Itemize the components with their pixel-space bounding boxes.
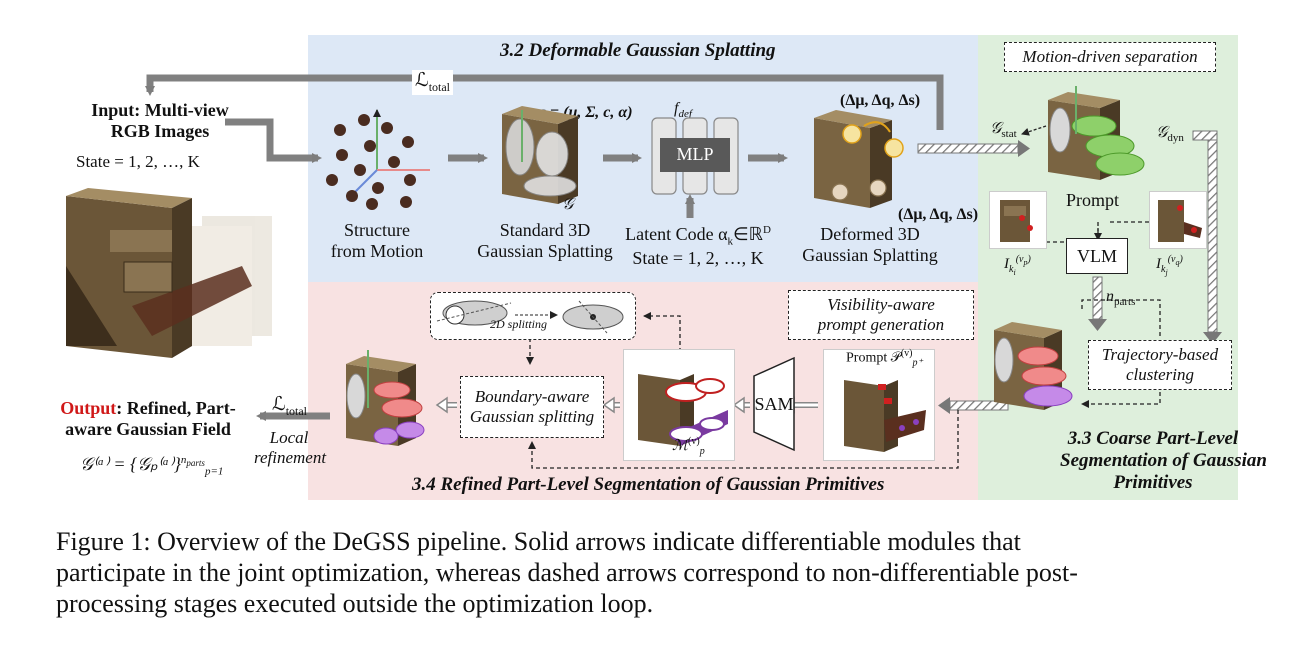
g-stat-label: 𝒢stat [990,120,1017,141]
input-title: Input: Multi-view RGB Images [91,100,229,141]
split2d-label: 2D splitting [490,317,548,331]
mlp-label: MLP [676,144,714,164]
output-title: Output: Refined, Part- aware Gaussian Fi… [60,398,236,439]
sam-label: SAM [754,394,794,414]
view-image-right-cabinet [1158,200,1202,242]
deformed-gs-cabinet [814,110,904,208]
standard-gs-label: Standard 3D Gaussian Splatting [477,220,613,261]
boundary-splitting-box: Boundary-aware Gaussian splitting [460,376,604,438]
view-image-left-cabinet [1000,200,1033,242]
coarse-segmentation-cabinet [994,322,1073,410]
section-title-coarse: 3.3 Coarse Part-Level Segmentation of Ga… [1060,428,1267,493]
caption-line-1: Figure 1: Overview of the DeGSS pipeline… [56,527,1021,556]
input-cabinet-illustration [66,188,272,358]
mask-image-cabinet [638,374,728,446]
view-image-left-label: Iki(vp) [1004,254,1031,277]
sam-block-shape [753,356,795,452]
prompt-image-cabinet [844,380,926,452]
section-title-deformable: 3.2 Deformable Gaussian Splatting [500,40,776,61]
deformed-gs-label: Deformed 3D Gaussian Splatting [802,224,938,265]
motion-separation-box: Motion-driven separation [1004,42,1216,72]
refined-segmentation-cabinet [346,350,425,446]
figure-caption: Figure 1: Overview of the DeGSS pipeline… [56,526,1246,619]
n-parts-label: nparts [1106,288,1136,309]
latent-code-label: Latent Code αk∈ℝD State = 1, 2, …, K [625,224,771,269]
local-refinement-label: Local refinement [254,428,327,467]
split2d-box [430,292,636,340]
mask-image [624,350,734,460]
mlp-network-icon [651,117,739,195]
delta-params-bottom: (Δμ, Δq, Δs) [898,206,979,223]
trajectory-clustering-box: Trajectory-based clustering [1088,340,1232,390]
standard-gs-cabinet [502,106,578,204]
output-formula: 𝒢⁽ᵅ⁾ = {𝒢ₚ⁽ᵅ⁾}npartsp=1 [80,454,224,478]
split2d-ellipses [436,300,624,334]
delta-params-top: (Δμ, Δq, Δs) [840,92,921,109]
mask-label: ℳ(v)p [672,436,705,457]
prompt-image [824,350,934,460]
caption-line-3: processing stages executed outside the o… [56,589,654,618]
view-image-right [1150,192,1206,248]
view-image-left [990,192,1046,248]
loss-total-bottom: ℒtotal [272,394,308,418]
prompt-label: Prompt [1066,190,1120,210]
fdef-label: fdef [674,100,692,121]
sfm-label: Structure from Motion [330,220,424,261]
sfm-point-cloud [326,109,430,210]
gaussian-set-label: 𝒢 [562,196,574,213]
g-dyn-label: 𝒢dyn [1156,124,1184,145]
caption-line-2: participate in the joint optimization, w… [56,558,1078,587]
prompt-pv-label: Prompt 𝒫(v)p⁺ [846,348,923,369]
vlm-box: VLM [1066,238,1128,274]
loss-total-top: ℒtotal [412,70,454,95]
view-image-right-label: Ikj(vq) [1156,254,1183,277]
motion-separation-cabinet [1048,86,1145,180]
visibility-prompt-box: Visibility-aware prompt generation [788,290,974,340]
section-title-refined: 3.4 Refined Part-Level Segmentation of G… [412,474,885,495]
input-state: State = 1, 2, …, K [76,152,200,171]
